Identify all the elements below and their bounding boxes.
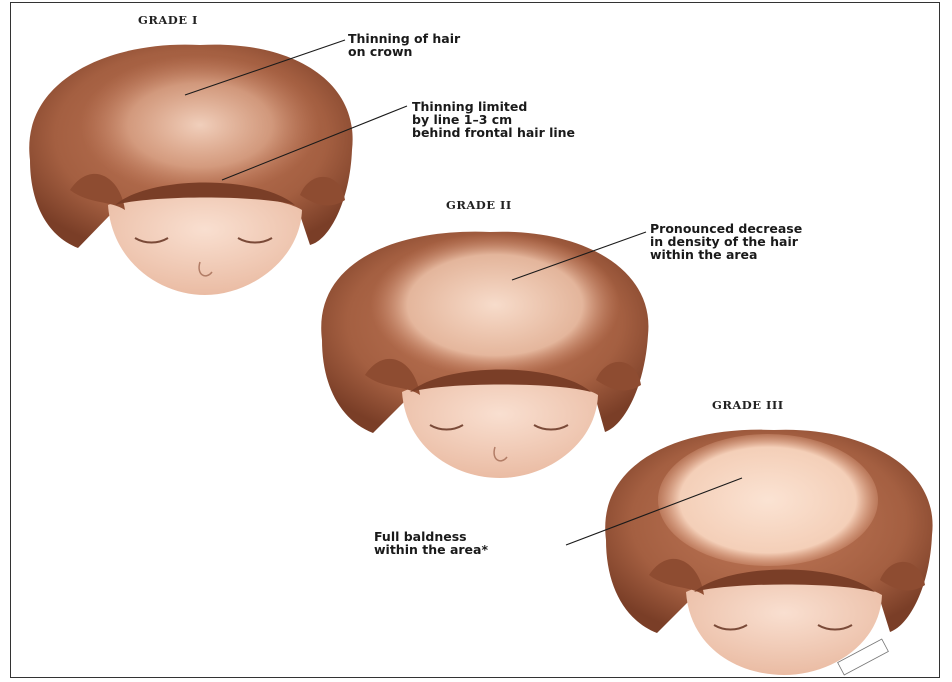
annotation-thinning-limited: Thinning limited by line 1–3 cm behind f… bbox=[412, 100, 575, 139]
annotation-thinning-crown: Thinning of hair on crown bbox=[348, 32, 460, 58]
grade-2-title: GRADE II bbox=[446, 198, 512, 212]
grade-1-title: GRADE I bbox=[138, 13, 198, 27]
annotation-full-baldness: Full baldness within the area* bbox=[374, 530, 488, 556]
head-grade-3 bbox=[605, 430, 932, 675]
grade-3-title: GRADE III bbox=[712, 398, 784, 412]
annotation-density-decrease: Pronounced decrease in density of the ha… bbox=[650, 222, 802, 261]
head-grade-1 bbox=[29, 45, 352, 295]
head-grade-2 bbox=[321, 232, 648, 478]
